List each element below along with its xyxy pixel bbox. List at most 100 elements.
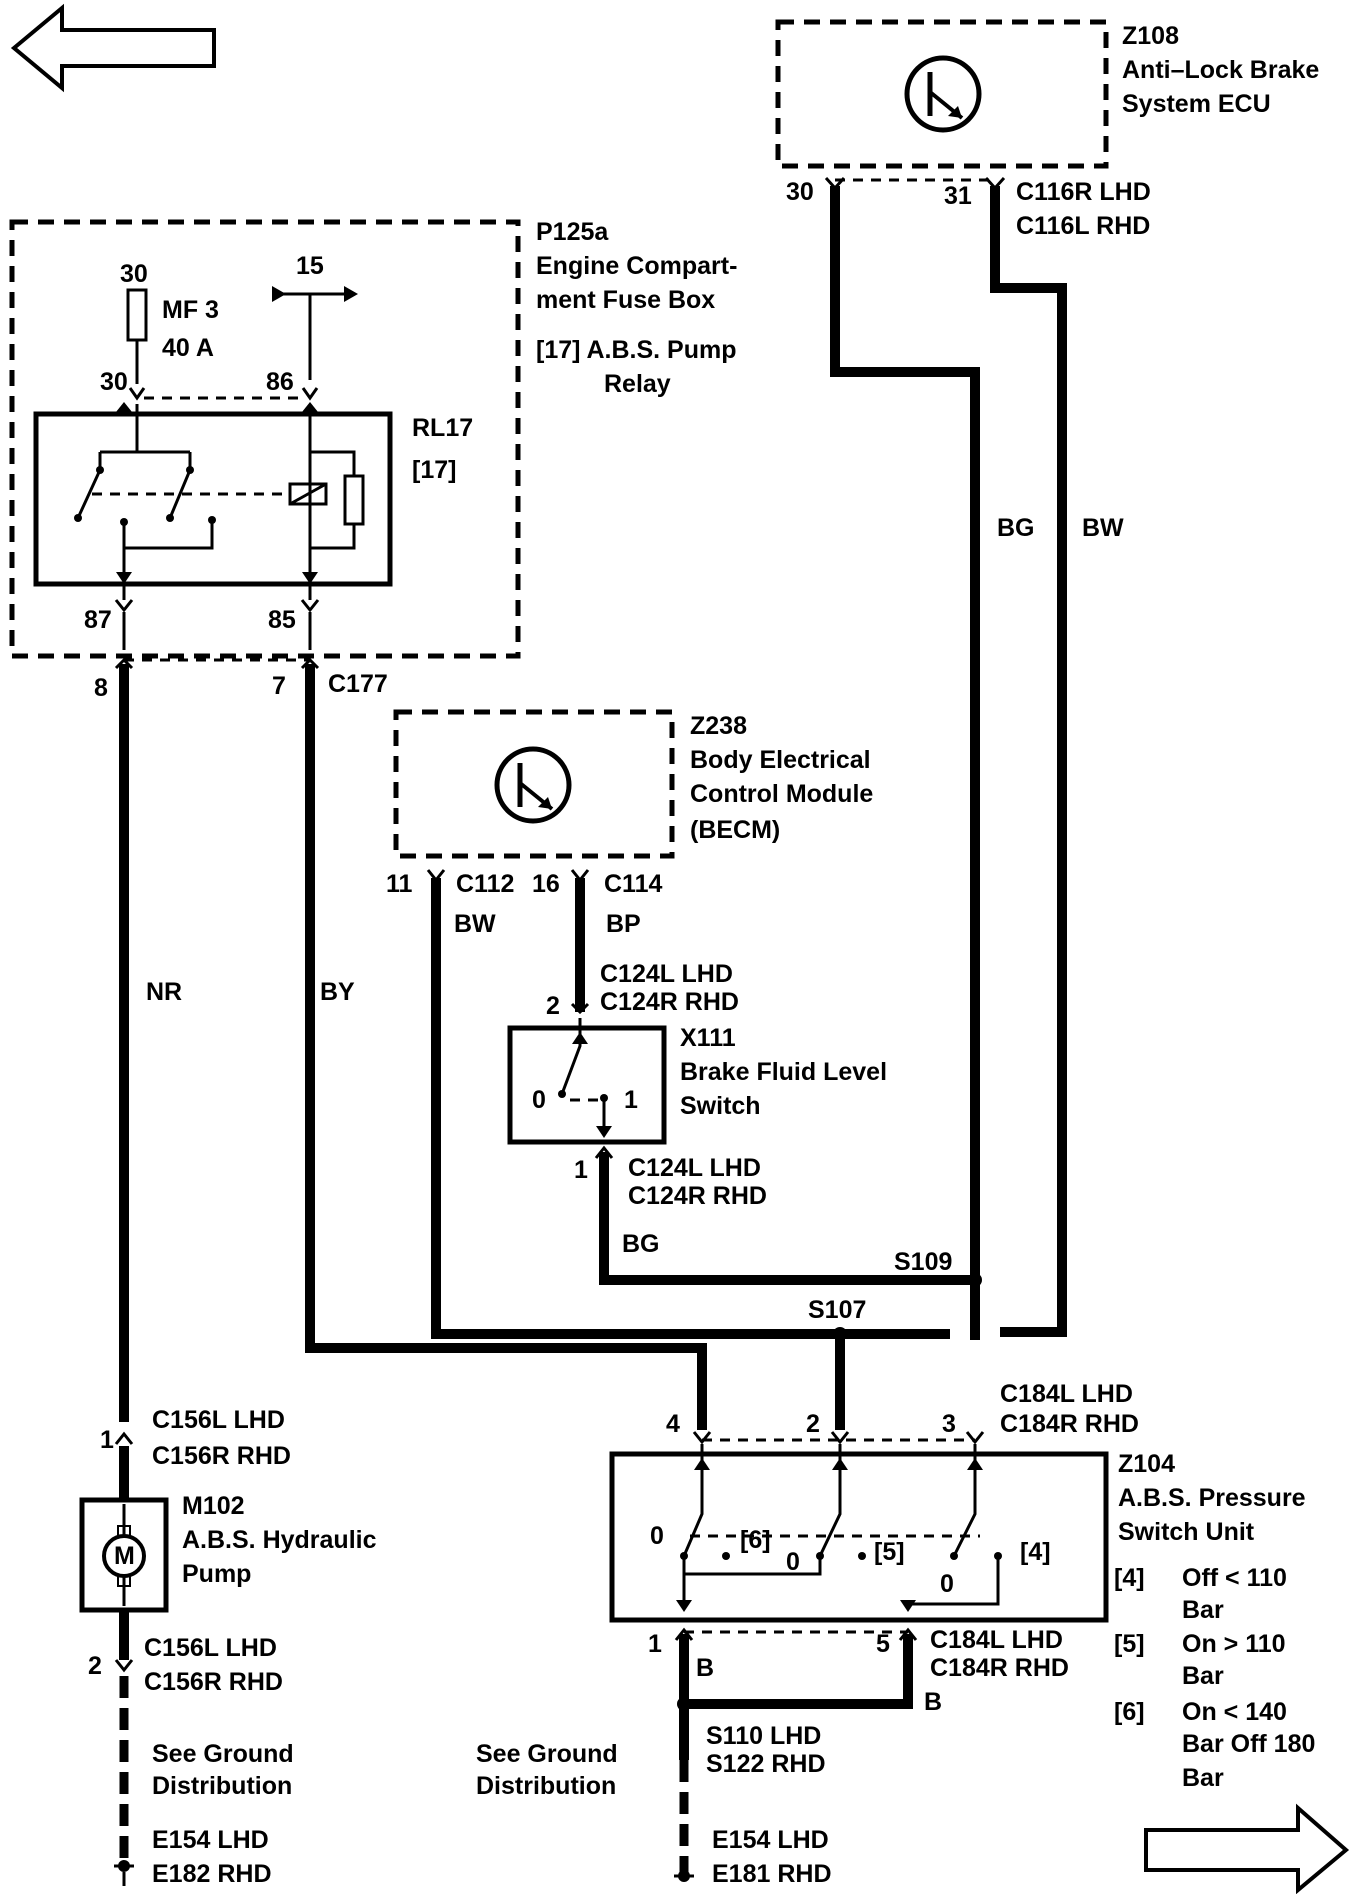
wire-label-b-1: B <box>696 1654 714 1682</box>
wire-by <box>305 664 707 1430</box>
z104-note-6-text: On < 140 <box>1182 1698 1287 1726</box>
wire-label-bw-top: BW <box>1082 514 1124 542</box>
ground-left-icon <box>114 1860 134 1886</box>
x111-bottom-terminal <box>594 1145 614 1159</box>
z104-note-4-ref: [4] <box>1114 1564 1145 1592</box>
ecu-pin-30: 30 <box>786 178 814 206</box>
z104-state-0-c: 0 <box>940 1570 954 1598</box>
z104-note-6-ref: [6] <box>1114 1698 1145 1726</box>
x111-top-terminal <box>570 1002 590 1015</box>
z104-note-5-ref: [5] <box>1114 1630 1145 1658</box>
arrow-left-icon[interactable] <box>10 3 216 93</box>
relay-contacts-icon <box>74 402 290 584</box>
c177-pin-7: 7 <box>272 672 286 700</box>
wire-b-2 <box>684 1634 913 1709</box>
splice-s122-label: S122 RHD <box>706 1750 826 1778</box>
wire-label-b-2: B <box>924 1688 942 1716</box>
ground-right-e1: E154 LHD <box>712 1826 829 1854</box>
wire-label-bg-low: BG <box>622 1230 660 1258</box>
splice-s107-label: S107 <box>808 1296 866 1324</box>
wire-bw-becm <box>431 878 950 1339</box>
x111-pin-1: 1 <box>574 1156 588 1184</box>
x111-id: X111 <box>680 1024 736 1052</box>
fuse-rating: 40 A <box>162 334 214 362</box>
wire-bg-x111 <box>599 1152 975 1285</box>
relay-pin-87: 87 <box>84 606 112 634</box>
x111-switch-icon <box>558 1018 612 1138</box>
x111-state-0: 0 <box>532 1086 546 1114</box>
wire-bw-ecu <box>990 186 1067 1337</box>
ecu-symbol-icon <box>904 55 982 133</box>
relay-id: RL17 <box>412 414 473 442</box>
x111-name-1: Brake Fluid Level <box>680 1058 887 1086</box>
z104-note-6-text-2: Bar Off 180 <box>1182 1730 1315 1758</box>
z104-id: Z104 <box>1118 1450 1175 1478</box>
pump-conn-1b: C156R RHD <box>152 1442 291 1470</box>
z104-pin-4: 4 <box>666 1410 680 1438</box>
becm-pin-16: 16 <box>532 870 560 898</box>
wire-bg-ecu <box>830 186 980 1340</box>
ecu-pin-31: 31 <box>944 182 972 210</box>
ecu-connector-1: C116R LHD <box>1016 178 1151 206</box>
relay-in-terminals <box>128 387 319 401</box>
z104-state-0-b: 0 <box>786 1548 800 1576</box>
wire-label-bp: BP <box>606 910 641 938</box>
becm-connector-c114: C114 <box>604 870 662 898</box>
fusebox-id: P125a <box>536 218 609 246</box>
ecu-id: Z108 <box>1122 22 1179 50</box>
x111-state-1: 1 <box>624 1086 638 1114</box>
becm-connector-c112: C112 <box>456 870 514 898</box>
pump-pin-2: 2 <box>88 1652 102 1680</box>
ground-left-see-2: Distribution <box>152 1772 292 1800</box>
z104-note-5-unit: Bar <box>1182 1662 1224 1690</box>
relay-pin-86: 86 <box>266 368 294 396</box>
z104-conn-bot-1: C184L LHD <box>930 1626 1063 1654</box>
fuse-input-pin: 30 <box>120 260 148 288</box>
c177-pin-8: 8 <box>94 674 108 702</box>
fusebox-name-1: Engine Compart- <box>536 252 737 280</box>
becm-box <box>393 709 675 859</box>
ecu-name-1: Anti–Lock Brake <box>1122 56 1319 84</box>
z104-pin-2: 2 <box>806 1410 820 1438</box>
pump-name-1: A.B.S. Hydraulic <box>182 1526 377 1554</box>
arrow-right-icon[interactable] <box>1144 1803 1350 1894</box>
fuse-label: MF 3 <box>162 296 219 324</box>
wire-label-bw: BW <box>454 910 496 938</box>
becm-pin-11: 11 <box>386 870 413 898</box>
x111-conn-bot-2: C124R RHD <box>628 1182 767 1210</box>
relay-pin-30: 30 <box>100 368 128 396</box>
z104-label-5: [5] <box>874 1538 905 1566</box>
z104-switches-icon <box>676 1444 1002 1612</box>
relay-rl17-box <box>33 411 393 587</box>
feed-15-arrow-right-icon <box>344 286 358 302</box>
x111-box <box>507 1025 667 1145</box>
z104-note-6-unit: Bar <box>1182 1764 1224 1792</box>
fusebox-name-2: ment Fuse Box <box>536 286 715 314</box>
wire-label-nr: NR <box>146 978 182 1006</box>
z104-conn-top-1: C184L LHD <box>1000 1380 1133 1408</box>
becm-symbol-icon <box>494 746 572 824</box>
ground-right-see-2: Distribution <box>476 1772 616 1800</box>
ground-left-see-1: See Ground <box>152 1740 294 1768</box>
relay-pin-85: 85 <box>268 606 296 634</box>
z104-pin-3: 3 <box>942 1410 956 1438</box>
relay-out-lines <box>122 612 312 650</box>
wire-label-bg-top: BG <box>997 514 1035 542</box>
pump-id: M102 <box>182 1492 245 1520</box>
pump-pin-1: 1 <box>100 1426 114 1454</box>
c177-terminals <box>114 657 320 670</box>
z104-box <box>609 1451 1109 1623</box>
splice-s109 <box>968 1273 982 1287</box>
z104-name-1: A.B.S. Pressure <box>1118 1484 1306 1512</box>
c177-label: C177 <box>328 670 388 698</box>
pump-conn-1a: C156L LHD <box>152 1406 285 1434</box>
fuse-mf3-icon <box>126 288 148 342</box>
ground-left-e1: E154 LHD <box>152 1826 269 1854</box>
ecu-name-2: System ECU <box>1122 90 1271 118</box>
x111-conn-bot-1: C124L LHD <box>628 1154 761 1182</box>
z104-label-6: [6] <box>740 1526 771 1554</box>
z104-bottom-terminals <box>674 1627 918 1641</box>
becm-name-1: Body Electrical <box>690 746 871 774</box>
relay-number: [17] <box>412 456 456 484</box>
